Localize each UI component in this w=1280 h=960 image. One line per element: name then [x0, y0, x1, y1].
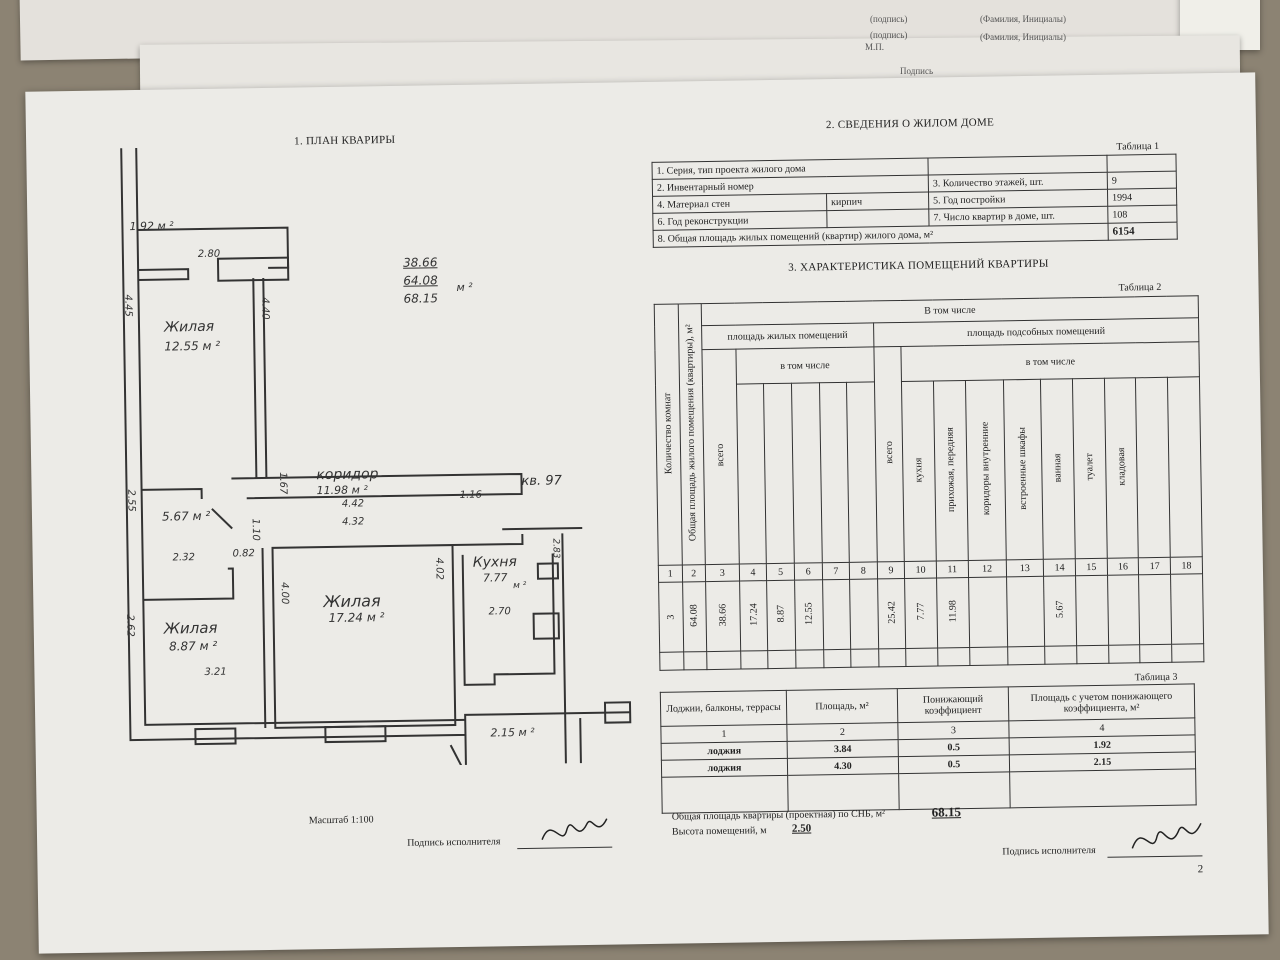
label-dim-110: 1.10 — [249, 518, 262, 541]
header-aux-incl: в том числе — [901, 341, 1200, 382]
plan-scale: Масштаб 1:100 — [308, 814, 374, 827]
label-kitchen-name: Кухня — [472, 554, 517, 571]
col-bath: ванная — [1040, 378, 1076, 560]
label-dim-445: 4.45 — [122, 294, 134, 317]
table2-label: Таблица 2 — [1118, 281, 1162, 294]
label-corridor-area: 11.98 м ² — [316, 483, 368, 498]
label-area-unit: м ² — [456, 280, 473, 294]
col-wc: туалет — [1072, 378, 1108, 559]
bg-sign: Подпись — [900, 66, 934, 76]
label-room1-area: 12.55 м ² — [164, 338, 221, 354]
col-hall: прихожая, передняя — [933, 380, 968, 561]
label-room2-name: Жилая — [323, 591, 381, 612]
label-kitchen-unit: м ² — [513, 580, 527, 592]
bg-sign-line1-name: (Фамилия, Инициалы) — [980, 14, 1066, 24]
label-dim-283: 2.83 — [550, 538, 561, 559]
label-loggia1: 1.92 м ² — [129, 219, 174, 234]
col-aux-total: всего — [873, 346, 905, 562]
bg-sign-line2-name: (Фамилия, Инициалы) — [980, 32, 1066, 42]
loggia-h2: Площадь, м² — [786, 688, 898, 725]
label-bath-area: 5.67 м ² — [161, 508, 211, 524]
document-page: 1. ПЛАН КВАРИРЫ — [25, 72, 1269, 954]
col-kitchen: кухня — [901, 380, 937, 562]
house-row7-value: 108 — [1107, 205, 1177, 224]
label-dim-232: 2.32 — [172, 552, 195, 564]
label-dim-270: 2.70 — [488, 606, 511, 618]
label-area-with-loggia: 68.15 — [403, 291, 439, 306]
col-storage: кладовая — [1104, 377, 1139, 559]
house-row8-value: 6154 — [1108, 222, 1178, 241]
plan-signature-label: Подпись исполнителя — [407, 836, 501, 849]
col-corridors: коридоры внутренние — [965, 379, 1006, 561]
loggia-h1: Лоджии, балконы, террасы — [660, 690, 787, 727]
header-living-incl: в том числе — [735, 346, 875, 385]
table1-label: Таблица 1 — [1116, 140, 1160, 153]
label-area-living: 38.66 — [402, 255, 438, 270]
col-closets: встроенные шкафы — [1002, 379, 1044, 560]
label-loggia2: 2.15 м ² — [490, 725, 535, 740]
summary-height-value: 2.50 — [791, 822, 812, 835]
label-dim-116: 1.16 — [459, 489, 483, 501]
house-row4-value: кирпич — [826, 192, 929, 211]
label-apartment: кв. 97 — [521, 473, 562, 489]
house-row5-value: 1994 — [1107, 188, 1177, 207]
label-kitchen-area: 7.77 — [482, 571, 508, 585]
bg-sign-line2: (подпись) — [870, 30, 908, 40]
rooms-title: 3. ХАРАКТЕРИСТИКА ПОМЕЩЕНИЙ КВАРТИРЫ — [788, 257, 1049, 274]
label-dim-400: 4.00 — [278, 581, 291, 605]
label-dim-280: 2.80 — [197, 248, 221, 261]
label-dim-262: 2.62 — [124, 614, 136, 637]
label-room2-area: 17.24 м ² — [328, 610, 385, 626]
label-dim-167: 1.67 — [276, 472, 289, 495]
label-room3-area: 8.87 м ² — [168, 638, 218, 654]
label-dim-082: 0.82 — [232, 548, 255, 560]
summary-signature-scribble — [1131, 823, 1202, 849]
house-title: 2. СВЕДЕНИЯ О ЖИЛОМ ДОМЕ — [825, 116, 995, 132]
label-dim-321: 3.21 — [204, 666, 227, 678]
label-dim-402: 4.02 — [433, 557, 445, 580]
header-living: площадь жилых помещений — [701, 322, 874, 350]
label-dim-255: 2.55 — [125, 489, 137, 512]
house-table: 1. Серия, тип проекта жилого дома 2. Инв… — [651, 154, 1178, 248]
summary-signature-label: Подпись исполнителя — [1002, 844, 1096, 858]
label-dim-440: 4.40 — [259, 297, 271, 320]
house-row3-value: 9 — [1107, 171, 1177, 190]
label-dim-442: 4.42 — [341, 498, 365, 510]
loggia-table: Лоджии, балконы, террасы Площадь, м² Пон… — [660, 683, 1197, 814]
page-number: 2 — [1197, 863, 1204, 876]
loggia-h3: Понижающий коэффициент — [897, 686, 1009, 723]
label-room1-name: Жилая — [163, 318, 215, 336]
floor-plan — [120, 147, 632, 771]
label-room3-name: Жилая — [163, 618, 218, 638]
summary-total-label: Общая площадь квартиры (проектная) по СН… — [671, 808, 886, 823]
bg-mp: М.П. — [865, 42, 885, 52]
bg-sign-line1: (подпись) — [870, 14, 908, 24]
label-corridor-name: коридор — [316, 466, 379, 484]
loggia-h4: Площадь с учетом понижающего коэффициент… — [1008, 683, 1195, 721]
label-area-total: 64.08 — [403, 273, 438, 288]
plan-signature-scribble — [541, 818, 608, 840]
summary-height-label: Высота помещений, м — [671, 825, 767, 838]
table3-label: Таблица 3 — [1134, 671, 1178, 684]
col-living-total: всего — [701, 349, 740, 565]
label-dim-432: 4.32 — [342, 516, 365, 528]
summary-total-value: 68.15 — [931, 804, 962, 820]
rooms-table: Количество комнат Общая площадь жилого п… — [654, 295, 1205, 671]
